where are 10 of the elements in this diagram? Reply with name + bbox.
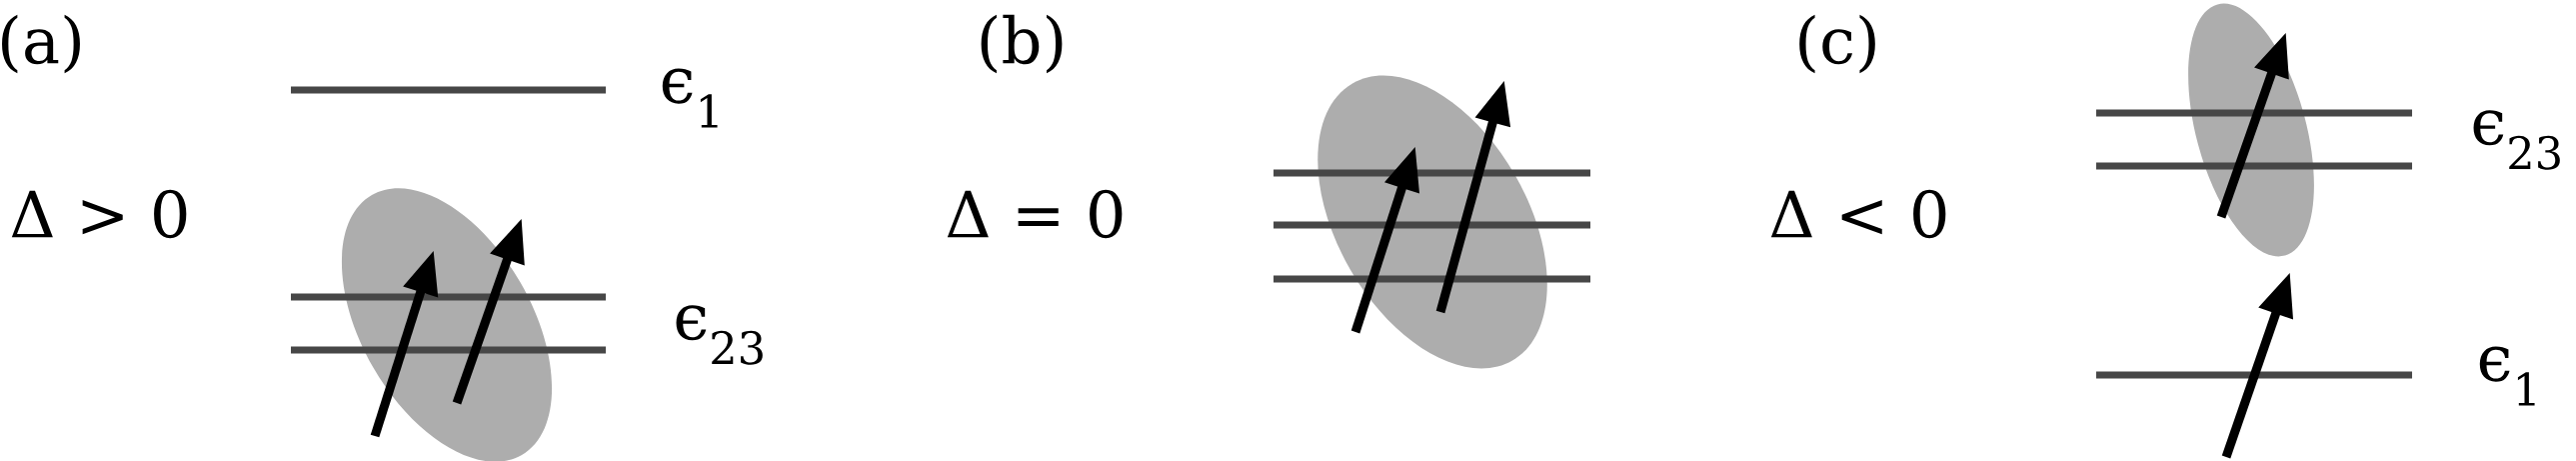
math-label: Δ = 0: [947, 189, 1123, 239]
math-label: (a): [2, 14, 80, 74]
math-label: ϵ$_{23}$: [2473, 110, 2560, 170]
math-label: Δ > 0: [11, 189, 187, 239]
math-label: ϵ$_{23}$: [676, 305, 763, 365]
math-label: ϵ$_{1}$: [662, 68, 718, 128]
math-label: Δ < 0: [1770, 189, 1946, 239]
math-label: ϵ$_{1}$: [2479, 346, 2535, 406]
math-label: (c): [1799, 14, 1875, 74]
math-label: (b): [981, 14, 1063, 74]
